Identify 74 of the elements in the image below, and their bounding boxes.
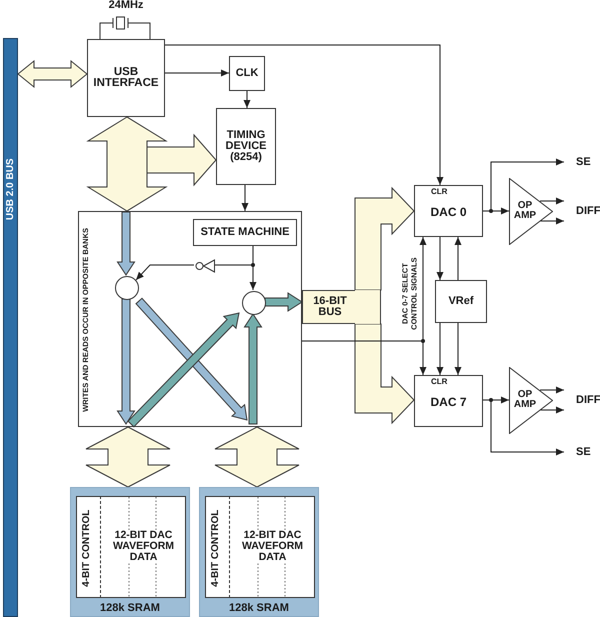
signal-arrow [136,264,194,280]
signal-arrow [454,236,462,280]
pin-label: CLR [431,378,448,386]
signal-arrow [242,184,248,212]
box-label: DAC 0 [429,206,468,218]
frequency-label: 24MHz [108,0,144,11]
op-amp-label: OP AMP [512,201,538,221]
output-label: SE [564,444,600,460]
data-arrow [264,292,303,312]
signal-arrow [454,322,462,376]
signal-arrow [490,158,564,212]
control-label: 4-BIT CONTROL [210,508,222,589]
op-amp-label: OP AMP [512,390,538,410]
bus-arrow [146,134,217,186]
signal-arrow [164,70,230,76]
box-label: USB INTERFACE [92,66,160,90]
signal-arrow [540,386,564,394]
signal-arrow [244,90,250,108]
data-column [230,496,315,598]
box-label: STATE MACHINE [200,227,290,238]
box-label: DAC 7 [429,396,468,408]
control-column [76,496,101,598]
output-label: DIFF [564,387,600,413]
inverter-symbol [195,259,215,273]
box-label: TIMING DEVICE (8254) [224,130,268,163]
sram-label: 128k SRAM [228,603,290,614]
bus-label: USB 2.0 BUS [6,157,16,222]
process-box [216,108,276,185]
bus-arrow [354,186,415,290]
sram-block [199,487,319,617]
process-box [87,39,165,117]
signal-arrow [540,198,564,204]
bank-switch-box [78,211,302,427]
dac-box [414,185,483,237]
sram-block [70,487,190,617]
bus-arrow [86,426,170,488]
bus-arrow [354,324,415,424]
usb-bus-bar [3,38,18,617]
sram-label: 128k SRAM [99,603,161,614]
process-box [229,56,265,91]
multiplexer-circle [115,276,139,300]
data-arrow [116,298,136,425]
signal-arrow [490,400,564,456]
signal-arrow [436,236,444,280]
signal-arrow [436,322,444,376]
control-column [205,496,230,598]
data-arrow [116,212,136,276]
op-amp-symbol [509,178,553,245]
bus-arrow [17,60,88,88]
data-arrow [244,313,262,424]
process-box [435,280,487,323]
signal-line [214,244,254,266]
data-column [101,496,186,598]
data-arrow [127,312,240,428]
bus-arrow [86,116,168,212]
bus-label: 16-BIT BUS [312,296,348,318]
op-amp-symbol [509,367,553,434]
box-label: VRef [448,296,474,307]
output-label: DIFF [564,198,600,224]
signal-arrow [482,396,510,404]
multiplexer-circle [242,291,266,315]
bus-box [302,290,381,324]
box-label: CLK [236,68,258,79]
dac-box [414,375,483,427]
process-box [193,219,297,246]
signal-arrow [540,406,564,414]
pin-label: CLR [431,188,448,196]
control-label: 4-BIT CONTROL [82,508,92,589]
data-arrow [135,298,248,421]
bus-arrow [214,426,300,488]
output-label: SE [564,154,600,170]
signal-arrow [540,218,564,224]
signal-arrow [164,44,444,186]
signal-arrow [482,208,510,214]
